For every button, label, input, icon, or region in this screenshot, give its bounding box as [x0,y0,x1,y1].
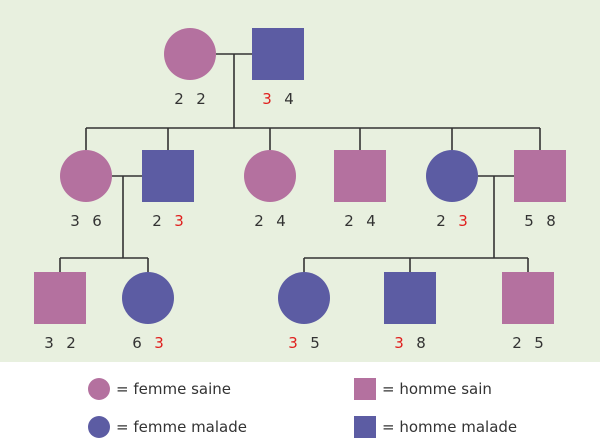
legend-item-male-affected: = homme malade [354,416,517,438]
allele-label: 8 [546,212,556,230]
female-affected-symbol [278,272,330,324]
allele-label: 2 [512,334,522,352]
female-healthy-symbol [244,150,296,202]
allele-label: 8 [416,334,426,352]
allele-label: 4 [276,212,286,230]
legend-label-female-affected: = femme malade [116,418,247,436]
legend-label-male-healthy: = homme sain [382,380,492,398]
allele-label: 4 [284,90,294,108]
male-healthy-symbol-icon [354,378,376,400]
legend-label-male-affected: = homme malade [382,418,518,436]
legend-item-female-healthy: = femme saine [88,378,231,400]
female-healthy-symbol [60,150,112,202]
allele-label: 3 [70,212,80,230]
female-affected-symbol [426,150,478,202]
allele-label: 2 [152,212,162,230]
allele-label: 5 [534,334,544,352]
male-healthy-symbol [514,150,566,202]
allele-label: 3 [458,212,468,230]
allele-label: 2 [174,90,184,108]
female-healthy-symbol [164,28,216,80]
allele-label: 2 [436,212,446,230]
allele-label: 3 [262,90,272,108]
legend-label-female-healthy: = femme saine [116,380,231,398]
allele-label: 2 [66,334,76,352]
allele-label: 6 [92,212,102,230]
allele-label: 2 [344,212,354,230]
female-affected-symbol-icon [88,416,110,438]
legend: = femme saine = femme malade = homme sai… [0,362,600,438]
allele-label: 4 [366,212,376,230]
female-healthy-symbol-icon [88,378,110,400]
legend-item-female-affected: = femme malade [88,416,247,438]
legend-item-male-healthy: = homme sain [354,378,492,400]
allele-label: 5 [524,212,534,230]
allele-label: 5 [310,334,320,352]
male-affected-symbol [142,150,194,202]
allele-label: 3 [44,334,54,352]
allele-label: 2 [196,90,206,108]
male-affected-symbol-icon [354,416,376,438]
male-healthy-symbol [502,272,554,324]
allele-label: 2 [254,212,264,230]
allele-label: 6 [132,334,142,352]
female-affected-symbol [122,272,174,324]
male-affected-symbol [384,272,436,324]
allele-label: 3 [154,334,164,352]
male-healthy-symbol [334,150,386,202]
allele-label: 3 [288,334,298,352]
male-affected-symbol [252,28,304,80]
allele-label: 3 [174,212,184,230]
male-healthy-symbol [34,272,86,324]
allele-label: 3 [394,334,404,352]
